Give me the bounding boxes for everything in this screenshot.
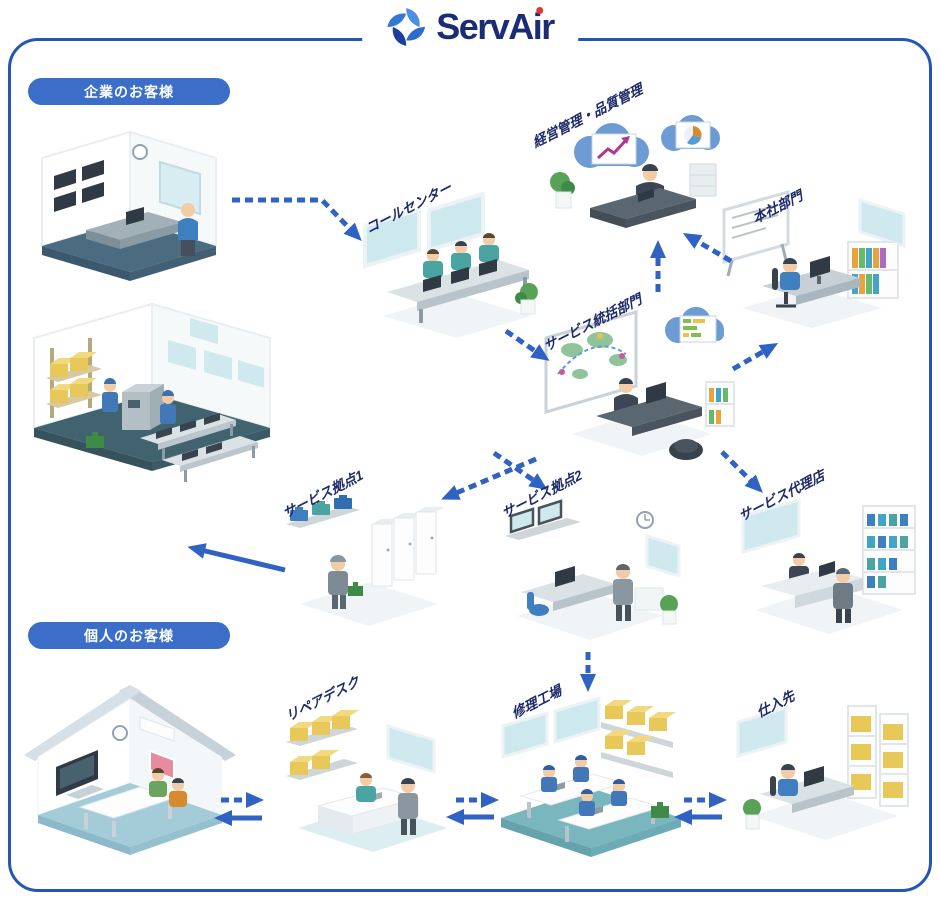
toolbox-shelf <box>286 495 360 528</box>
schedule-cloud <box>665 307 724 343</box>
binder-shelf <box>847 241 899 299</box>
window <box>553 695 601 745</box>
scene-headquarters <box>722 190 906 328</box>
window <box>427 192 485 253</box>
desk <box>760 766 854 813</box>
tv <box>56 750 104 799</box>
service-engineer <box>328 555 363 609</box>
servair-logo-icon <box>387 8 426 46</box>
glass-board <box>159 160 201 216</box>
scene-corporate-office <box>41 130 217 281</box>
scene-corporate-factory <box>33 302 271 482</box>
standing-customer <box>613 564 633 621</box>
logo-wordmark: ServAir <box>436 6 555 47</box>
window <box>363 207 421 269</box>
monitor-shelf <box>505 499 581 540</box>
agency-customer <box>833 568 853 623</box>
window <box>858 197 906 249</box>
corporate-customer-pill: 企業のお客様 <box>28 78 230 105</box>
supplier-worker <box>770 764 798 796</box>
individual-customer-pill: 個人のお客様 <box>28 622 230 649</box>
call-center-agents <box>423 233 499 278</box>
air-conditioner <box>139 716 175 742</box>
window <box>736 706 788 758</box>
reception-counter <box>634 587 664 611</box>
window <box>386 723 436 775</box>
desk <box>596 382 702 436</box>
plant <box>743 799 761 830</box>
residents <box>149 768 187 807</box>
scene-service-agency <box>741 498 916 634</box>
test-machine <box>122 384 164 430</box>
customer <box>398 778 418 835</box>
servair-logo: ServAir <box>362 4 578 50</box>
plant <box>660 595 678 625</box>
plant <box>550 172 575 209</box>
world-map-board <box>544 310 638 414</box>
wall-monitors <box>54 160 104 212</box>
scene-repair-factory <box>501 695 681 857</box>
window <box>645 533 681 579</box>
scene-service-hq <box>544 307 735 460</box>
scene-call-center <box>363 192 538 338</box>
repair-technicians <box>541 755 627 816</box>
plant <box>515 283 538 315</box>
hq-worker <box>772 258 800 308</box>
scene-service-base1 <box>286 495 445 626</box>
lockers <box>371 507 445 587</box>
parts-boxes-shelf <box>601 700 676 778</box>
pie-cloud <box>661 115 720 151</box>
window <box>741 498 801 554</box>
parcel-shelves <box>286 710 359 780</box>
blue-chair <box>527 592 549 616</box>
work-benches <box>140 413 258 482</box>
desk-monitors <box>423 259 497 292</box>
scene-repair-desk <box>286 710 448 852</box>
window <box>501 710 549 760</box>
desk <box>521 566 615 611</box>
scene-supplier <box>736 705 909 840</box>
scene-home <box>24 685 236 855</box>
clock-icon <box>112 725 128 741</box>
office-worker <box>178 203 198 256</box>
green-toolbox <box>651 802 669 818</box>
factory-workers <box>102 378 176 424</box>
executive-desk <box>590 188 696 228</box>
wall-pictures <box>168 318 264 388</box>
chart-cloud <box>574 123 649 168</box>
logo-text: ServAir <box>436 4 555 50</box>
desk <box>86 207 182 249</box>
file-cabinet <box>689 163 717 197</box>
logo-i-dot <box>536 7 544 14</box>
parts-shelf <box>46 338 102 418</box>
armchair <box>669 439 703 460</box>
clock-icon <box>132 144 148 160</box>
repair-staff <box>356 773 376 802</box>
green-toolbox <box>86 432 104 448</box>
scene-management <box>550 115 720 228</box>
clock-icon <box>636 511 654 529</box>
stock-shelves <box>847 705 909 807</box>
scene-service-base2 <box>505 499 681 640</box>
bookshelf <box>705 381 735 427</box>
product-shelf <box>862 505 916 595</box>
